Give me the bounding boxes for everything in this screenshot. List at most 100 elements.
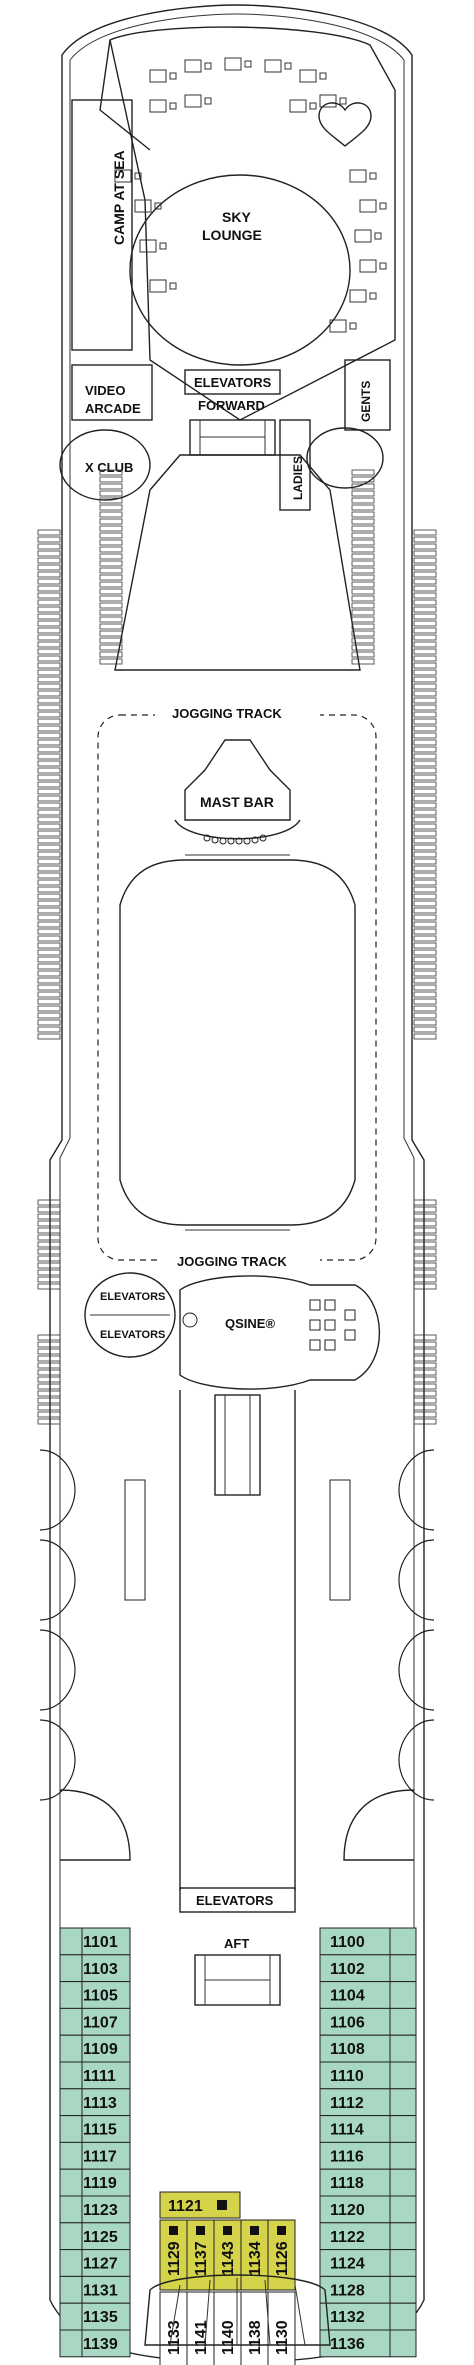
stateroom-number: 1121 [168, 2198, 203, 2215]
stateroom-number: 1110 [330, 2068, 364, 2085]
stateroom-number: 1101 [83, 1934, 118, 1951]
stateroom-number: 1137 [193, 2241, 210, 2276]
stateroom-number: 1118 [330, 2175, 364, 2192]
stateroom-number: 1131 [83, 2282, 118, 2299]
forward-deck [114, 454, 361, 671]
elevators-round-label-2: ELEVATORS [100, 1329, 165, 1341]
stateroom-number: 1106 [330, 2014, 365, 2031]
stateroom-number: 1138 [247, 2320, 264, 2355]
stateroom-number: 1125 [83, 2229, 118, 2246]
loungers-left [37, 469, 123, 1425]
stateroom-number: 1104 [330, 1988, 365, 2005]
elevators-forward-sign [184, 369, 281, 395]
video-arcade-label-1: VIDEO [85, 383, 125, 398]
stateroom-cell[interactable] [319, 2088, 417, 2117]
qsine-restaurant [179, 1275, 381, 1390]
stateroom-cell[interactable] [59, 1954, 131, 1983]
stateroom-cell[interactable] [319, 2275, 417, 2304]
stateroom-number: 1112 [330, 2095, 364, 2112]
sky-lounge-label-1: SKY [222, 209, 251, 225]
x-club-room [59, 429, 151, 501]
gents-label: GENTS [359, 381, 373, 422]
stateroom-cell[interactable] [319, 2249, 417, 2277]
stateroom-number: 1123 [83, 2202, 118, 2219]
stateroom-cell[interactable] [240, 2291, 269, 2365]
heart-icon [318, 102, 372, 147]
gents-room [344, 359, 391, 431]
aft-label: AFT [224, 1936, 249, 1951]
ladies-room [279, 419, 311, 511]
jogging-track-bottom-label: JOGGING TRACK [177, 1254, 287, 1269]
sky-lounge-dome [129, 174, 351, 366]
video-arcade-label-2: ARCADE [85, 401, 141, 416]
stateroom-number: 1140 [220, 2320, 237, 2355]
stateroom-number: 1119 [83, 2175, 117, 2192]
stateroom-cell[interactable] [319, 2034, 417, 2063]
aft-stair-forward [214, 1394, 261, 1496]
stateroom-highlight-cell[interactable] [240, 2219, 269, 2291]
sky-lounge-label-2: LOUNGE [202, 227, 262, 243]
stateroom-cell[interactable] [59, 2034, 131, 2063]
stateroom-cell[interactable] [319, 2195, 417, 2224]
staterooms-right-column: 1100110211041106110811101112111411161118… [319, 1927, 417, 2358]
stateroom-cell[interactable] [59, 2168, 131, 2197]
elevators-round [84, 1272, 176, 1358]
stateroom-number: 1100 [330, 1934, 365, 1951]
stateroom-cell[interactable] [267, 2291, 296, 2365]
stateroom-number: 1129 [166, 2241, 183, 2276]
stateroom-number: 1102 [330, 1961, 365, 1978]
stateroom-cell[interactable] [59, 2195, 131, 2224]
stateroom-cell[interactable] [59, 2275, 131, 2304]
mast-bar-label: MAST BAR [200, 794, 274, 810]
stateroom-number: 1114 [330, 2122, 364, 2139]
stateroom-number: 1141 [193, 2320, 210, 2355]
stateroom-number: 1133 [166, 2320, 183, 2355]
ladies-label: LADIES [291, 456, 305, 500]
stateroom-number: 1116 [330, 2148, 364, 2165]
stateroom-cell[interactable] [59, 2115, 131, 2143]
qsine-label: QSINE® [225, 1316, 275, 1331]
stateroom-number: 1107 [83, 2014, 118, 2031]
stateroom-cell[interactable] [59, 2088, 131, 2117]
elevators-aft-label: ELEVATORS [196, 1893, 274, 1908]
stateroom-cell[interactable] [319, 2222, 417, 2251]
stateroom-cell[interactable] [59, 1927, 131, 1956]
stateroom-number: 1109 [83, 2041, 118, 2058]
pool-lawn-area [119, 859, 356, 1226]
stateroom-number: 1111 [83, 2068, 116, 2085]
stateroom-number: 1139 [83, 2336, 118, 2353]
stateroom-cell[interactable] [319, 2061, 417, 2090]
stateroom-number: 1135 [83, 2309, 118, 2326]
hull-inner-outline [69, 13, 415, 2296]
stateroom-number: 1117 [83, 2148, 117, 2165]
elevators-aft-sign [179, 1887, 296, 1913]
stateroom-number: 1103 [83, 1961, 118, 1978]
stateroom-number: 1113 [83, 2095, 117, 2112]
mast-bar-stools [203, 834, 267, 845]
stateroom-number: 1132 [330, 2309, 365, 2326]
stateroom-cell[interactable] [319, 2141, 417, 2170]
jogging-track [97, 714, 377, 1261]
stateroom-cell[interactable] [319, 2329, 417, 2358]
stateroom-cell[interactable] [59, 2061, 131, 2090]
elevators-forward-label: ELEVATORS [194, 375, 272, 390]
stateroom-cell[interactable] [59, 2222, 131, 2251]
stateroom-cell[interactable] [59, 2249, 131, 2277]
aft-stair [194, 1954, 281, 2006]
stateroom-number: 1143 [220, 2241, 237, 2276]
stateroom-cell[interactable] [186, 2291, 215, 2365]
stateroom-cell[interactable] [59, 2141, 131, 2170]
lounge-seating [114, 57, 387, 333]
staterooms-left-column: 1101110311051107110911111113111511171119… [59, 1927, 131, 2358]
stateroom-number: 1120 [330, 2202, 365, 2219]
stateroom-number: 1128 [330, 2282, 365, 2299]
qsine-tables [182, 1299, 356, 1351]
stateroom-number: 1105 [83, 1988, 118, 2005]
stateroom-cell[interactable] [319, 1981, 417, 2009]
stateroom-cell[interactable] [59, 2329, 131, 2358]
central-corridor [179, 1390, 296, 1890]
stateroom-cell[interactable] [319, 2115, 417, 2143]
stateroom-cell[interactable] [159, 2291, 188, 2365]
camp-at-sea-label: CAMP AT SEA [111, 150, 127, 245]
x-club-label: X CLUB [85, 460, 133, 475]
